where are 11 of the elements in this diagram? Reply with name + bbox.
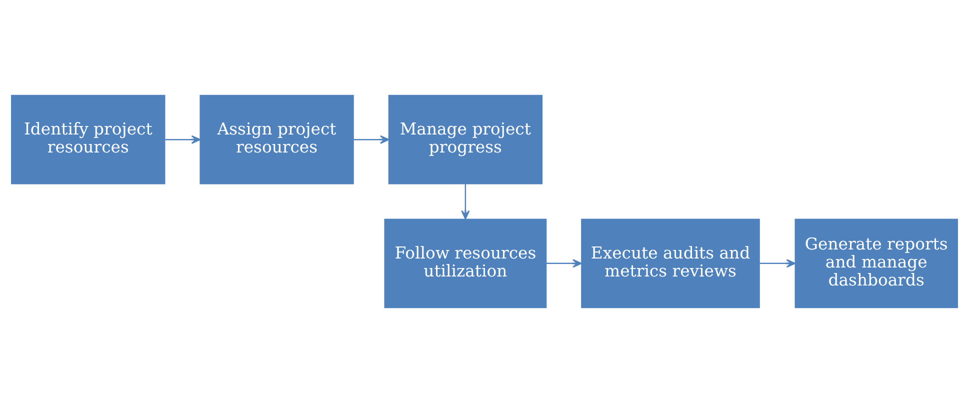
node-box: Assign project resources: [200, 94, 354, 184]
arrow: [354, 134, 390, 144]
node-box: Generate reports and manage dashboards: [794, 218, 958, 308]
node-box: Execute audits and metrics reviews: [581, 218, 760, 308]
arrow: [461, 184, 470, 220]
arrow: [546, 258, 582, 268]
arrow: [165, 134, 201, 144]
arrow: [760, 258, 796, 268]
node-box: Follow resources utilization: [384, 218, 547, 308]
node-box: Manage project progress: [388, 94, 543, 184]
node-box: Identify project resources: [11, 94, 166, 184]
